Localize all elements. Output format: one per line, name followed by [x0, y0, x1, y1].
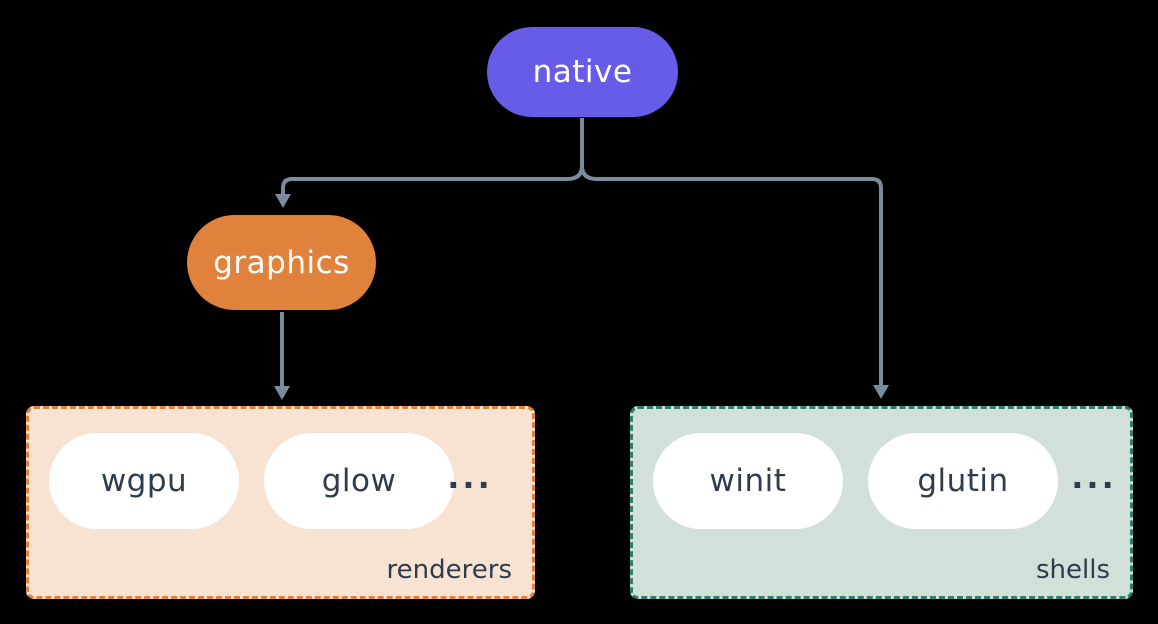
- connector-native-to-graphics: [281, 165, 584, 194]
- group-shells: winit glutin shells: [630, 406, 1133, 599]
- group-renderers: wgpu glow renderers: [26, 406, 535, 599]
- node-native-label: native: [532, 54, 633, 90]
- group-renderers-label: renderers: [386, 555, 512, 585]
- arrowhead-icon: [275, 194, 291, 208]
- node-winit-label: winit: [709, 463, 787, 499]
- node-glow: glow: [264, 433, 454, 529]
- connector-native-to-shells: [580, 165, 883, 385]
- renderers-ellipsis: ...: [447, 458, 493, 496]
- group-shells-label: shells: [1035, 555, 1110, 585]
- arrowhead-icon: [873, 385, 889, 399]
- arrowhead-icon: [274, 386, 290, 400]
- node-wgpu-label: wgpu: [100, 463, 188, 499]
- node-glutin: glutin: [868, 433, 1058, 529]
- node-winit: winit: [653, 433, 843, 529]
- node-glow-label: glow: [321, 463, 397, 499]
- node-graphics-label: graphics: [213, 244, 350, 281]
- node-native: native: [487, 27, 678, 117]
- node-glutin-label: glutin: [917, 463, 1009, 499]
- shells-ellipsis: ...: [1071, 458, 1117, 496]
- node-wgpu: wgpu: [49, 433, 239, 529]
- node-graphics: graphics: [187, 215, 376, 310]
